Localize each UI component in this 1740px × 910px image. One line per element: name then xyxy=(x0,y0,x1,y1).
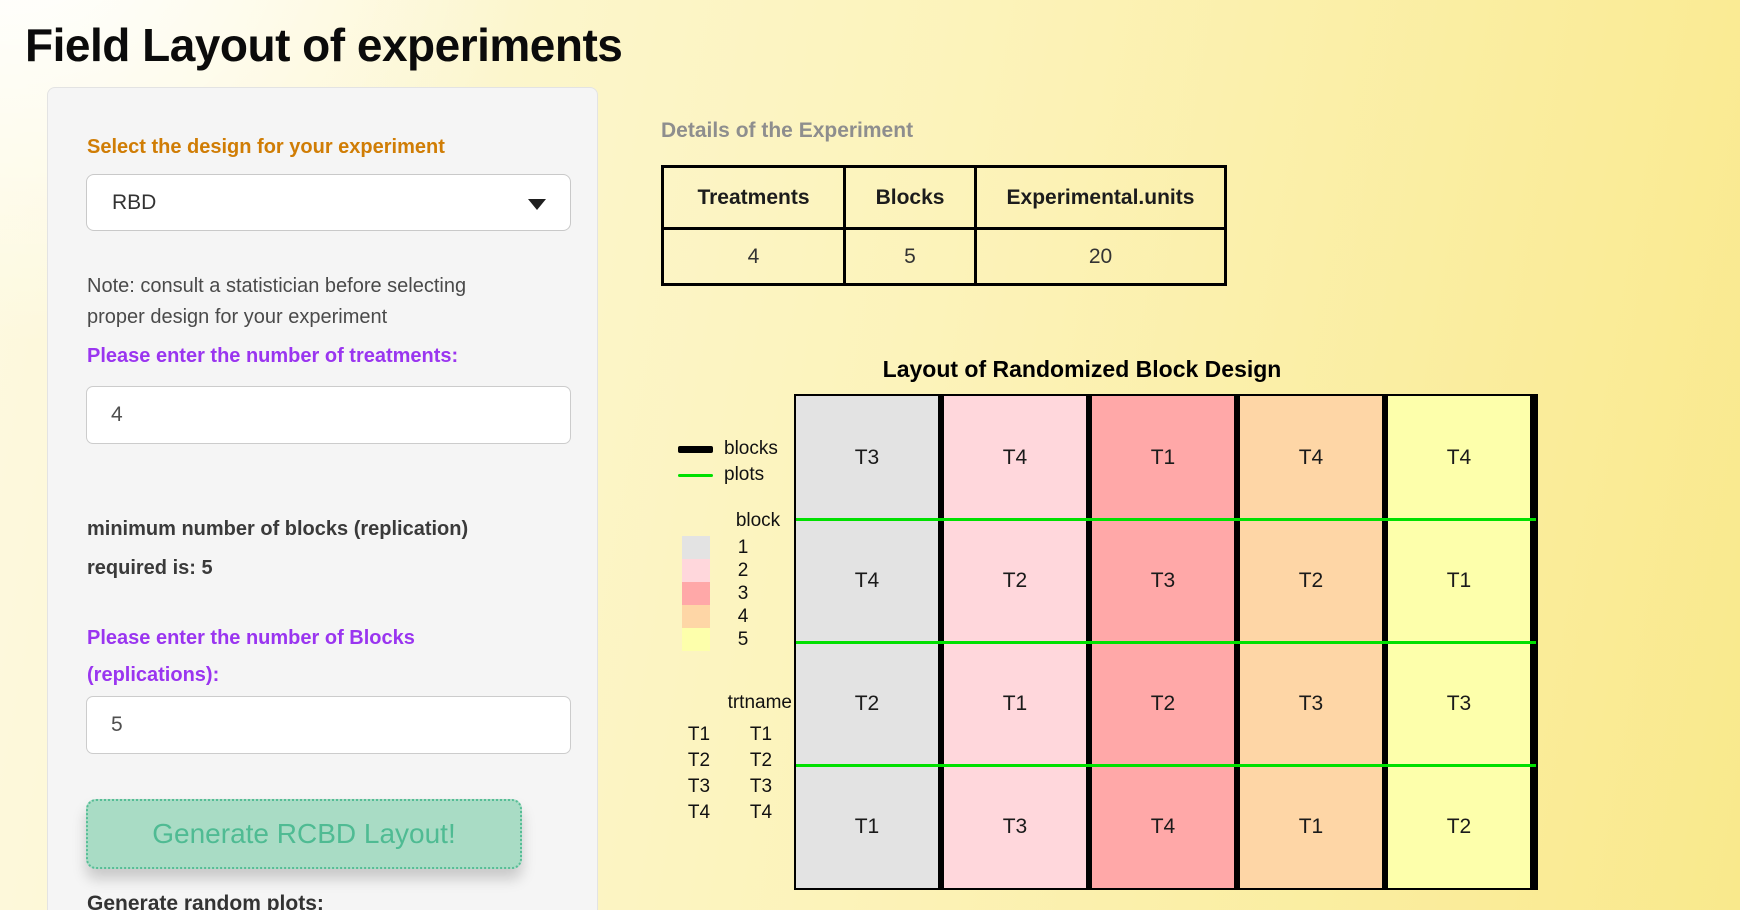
figure-title: Layout of Randomized Block Design xyxy=(882,356,1282,382)
details-col-treatments: Treatments xyxy=(661,165,846,230)
trtname-legend-value: T2 xyxy=(687,750,711,771)
design-select[interactable]: RBD xyxy=(86,174,571,231)
blocks-label: Please enter the number of Blocks (repli… xyxy=(87,627,415,686)
trtname-legend-row: T3 T3 xyxy=(682,774,792,800)
design-select-value: RBD xyxy=(112,190,157,214)
plot-cell: T1 xyxy=(1298,814,1324,838)
blocks-line-icon xyxy=(678,445,713,453)
plot-cell: T1 xyxy=(1446,568,1472,592)
trtname-legend-value: T1 xyxy=(687,724,711,745)
plot-cell: T4 xyxy=(1002,445,1028,469)
trtname-legend-value: T1 xyxy=(749,724,773,745)
plot-cell: T2 xyxy=(1446,814,1472,838)
details-heading: Details of the Experiment xyxy=(661,119,914,142)
block-legend-number: 5 xyxy=(737,628,749,650)
plot-cell: T4 xyxy=(1150,814,1176,838)
treatments-input[interactable] xyxy=(86,386,571,444)
trtname-legend-value: T3 xyxy=(749,776,773,797)
design-select-label: Select the design for your experiment xyxy=(87,136,445,158)
plot-cell: T2 xyxy=(1002,568,1028,592)
plot-cell: T1 xyxy=(854,814,880,838)
chevron-down-icon xyxy=(528,199,546,210)
block-legend-row: 1 xyxy=(682,536,792,559)
block-color-swatch xyxy=(682,605,710,628)
plot-cell: T4 xyxy=(1298,445,1324,469)
plot-cell: T3 xyxy=(854,445,880,469)
plot-cell: T3 xyxy=(1446,691,1472,715)
details-blocks-value: 5 xyxy=(843,227,977,286)
details-table: Treatments Blocks Experimental.units 4 5… xyxy=(661,165,1227,286)
block-color-swatch xyxy=(682,559,710,582)
block-legend-row: 5 xyxy=(682,628,792,651)
plots-line-icon xyxy=(678,473,713,477)
plot-cell: T4 xyxy=(854,568,880,592)
design-note: Note: consult a statistician before sele… xyxy=(87,275,467,328)
generate-layout-button[interactable]: Generate RCBD Layout! xyxy=(86,799,522,869)
block-color-swatch xyxy=(682,628,710,651)
details-treatments-value: 4 xyxy=(661,227,846,286)
block-legend-row: 2 xyxy=(682,559,792,582)
random-plots-label: Generate random plots: xyxy=(87,892,324,910)
block-legend-number: 4 xyxy=(737,605,749,627)
legend-blocks-row: blocks xyxy=(678,436,778,462)
trtname-legend-row: T4 T4 xyxy=(682,800,792,826)
block-legend-number: 2 xyxy=(737,559,749,581)
plot-cell: T2 xyxy=(854,691,880,715)
min-blocks-text: minimum number of blocks (replication) r… xyxy=(87,518,469,579)
block-legend-row: 4 xyxy=(682,605,792,628)
plot-cell: T1 xyxy=(1002,691,1028,715)
plot-cell: T2 xyxy=(1150,691,1176,715)
trtname-legend-value: T4 xyxy=(687,802,711,823)
legend-plots-row: plots xyxy=(678,462,778,488)
trtname-legend-row: T1 T1 xyxy=(682,722,792,748)
block-legend-number: 3 xyxy=(737,582,749,604)
sidebar-panel: Select the design for your experiment RB… xyxy=(47,87,598,910)
details-col-blocks: Blocks xyxy=(843,165,977,230)
plot-cell: T2 xyxy=(1298,568,1324,592)
trtname-legend-value: T4 xyxy=(749,802,773,823)
plot-cell: T3 xyxy=(1298,691,1324,715)
treatments-label: Please enter the number of treatments: xyxy=(87,345,459,367)
blocks-input[interactable] xyxy=(86,696,571,754)
details-value-row: 4 5 20 xyxy=(661,227,1227,286)
details-units-value: 20 xyxy=(974,227,1227,286)
page-title: Field Layout of experiments xyxy=(25,19,623,71)
plot-cell: T3 xyxy=(1150,568,1176,592)
plot-separator-line xyxy=(796,764,1536,767)
trtname-legend-value: T3 xyxy=(687,776,711,797)
details-col-units: Experimental.units xyxy=(974,165,1227,230)
block-color-swatch xyxy=(682,536,710,559)
trtname-legend-row: T2 T2 xyxy=(682,748,792,774)
rcbd-layout-figure: Layout of Randomized Block Design blocks… xyxy=(626,352,1538,890)
trtname-legend-value: T2 xyxy=(749,750,773,771)
line-legend: blocks plots xyxy=(678,436,778,488)
block-legend-number: 1 xyxy=(737,536,749,558)
trtname-legend-heading: trtname xyxy=(727,692,792,713)
plot-cell: T1 xyxy=(1150,445,1176,469)
plot-cell: T4 xyxy=(1446,445,1472,469)
block-legend-heading: block xyxy=(735,510,781,531)
block-color-swatch xyxy=(682,582,710,605)
block-legend-row: 3 xyxy=(682,582,792,605)
plot-cell: T3 xyxy=(1002,814,1028,838)
plot-separator-line xyxy=(796,641,1536,644)
plot-separator-line xyxy=(796,518,1536,521)
